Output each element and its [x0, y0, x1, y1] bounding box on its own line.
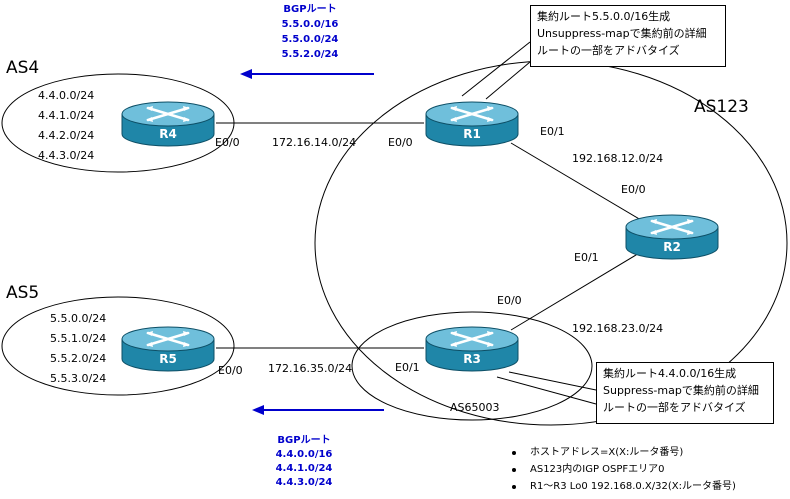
- bullet-icon: [512, 450, 516, 455]
- iface-r5-e00: E0/0: [218, 364, 243, 377]
- subnet-r1-r2: 192.168.12.0/24: [572, 152, 664, 165]
- as5-prefix: 5.5.3.0/24: [50, 372, 107, 385]
- note-text: R1～R3 Lo0 192.168.0.X/32(X:ルータ番号): [530, 481, 736, 492]
- iface-r4-e00: E0/0: [215, 136, 240, 149]
- router-r5-label: R5: [159, 352, 177, 366]
- as5-prefix: 5.5.2.0/24: [50, 352, 107, 365]
- note-item: ホストアドレス=X(X:ルータ番号): [512, 444, 736, 461]
- router-icon: [425, 326, 519, 372]
- bgp-route: 5.5.0.0/24: [281, 34, 339, 45]
- router-r3-label: R3: [463, 352, 481, 366]
- router-r2[interactable]: R2: [624, 213, 720, 261]
- router-icon: [625, 214, 719, 260]
- callout-r1-line: Unsuppress-mapで集約前の詳細: [537, 27, 707, 40]
- callout-r3-pointer: [508, 371, 597, 391]
- as5-prefix: 5.5.0.0/24: [50, 312, 107, 325]
- callout-r1-pointer: [461, 41, 531, 97]
- arrow-left-icon: [252, 405, 384, 415]
- callout-r1-line: ルートの一部をアドバタイズ: [537, 44, 680, 57]
- arrow-left-icon: [240, 69, 374, 79]
- iface-r3-e00: E0/0: [497, 294, 522, 307]
- as4-prefix: 4.4.1.0/24: [38, 109, 95, 122]
- subnet-r1-r4: 172.16.14.0/24: [272, 136, 357, 149]
- router-r1-label: R1: [463, 127, 481, 141]
- as4-prefix: 4.4.3.0/24: [38, 149, 95, 162]
- as5-label: AS5: [6, 283, 40, 303]
- router-r4-label: R4: [159, 127, 177, 141]
- bgp-routes-bottom: BGPルート 4.4.0.0/16 4.4.1.0/24 4.4.3.0/24: [264, 435, 344, 489]
- router-icon: [425, 101, 519, 147]
- callout-r1-pointer-2: [485, 61, 531, 100]
- iface-r1-e01: E0/1: [540, 125, 565, 138]
- router-icon: [121, 326, 215, 372]
- iface-r2-e00: E0/0: [621, 183, 646, 196]
- link-r1-r2: [510, 142, 642, 221]
- callout-r3-line: ルートの一部をアドバタイズ: [603, 401, 746, 414]
- bullet-icon: [512, 484, 516, 489]
- as4-prefix: 4.4.2.0/24: [38, 129, 95, 142]
- note-text: ホストアドレス=X(X:ルータ番号): [530, 447, 684, 458]
- router-r1[interactable]: R1: [424, 100, 520, 148]
- bgp-route: 4.4.1.0/24: [275, 463, 333, 474]
- link-r2-r3: [510, 251, 642, 331]
- callout-r1-line: 集約ルート5.5.0.0/16生成: [537, 10, 671, 23]
- bgp-routes-top: BGPルート 5.5.0.0/16 5.5.0.0/24 5.5.2.0/24: [270, 4, 350, 61]
- bgp-route: 5.5.2.0/24: [281, 49, 339, 60]
- router-r2-label: R2: [663, 240, 681, 254]
- callout-r3-pointer-2: [496, 376, 597, 405]
- bullet-icon: [512, 467, 516, 472]
- bgp-routes-bottom-title: BGPルート: [277, 435, 331, 446]
- bgp-route: 4.4.0.0/16: [275, 449, 333, 460]
- subnet-r3-r5: 172.16.35.0/24: [268, 362, 353, 375]
- iface-r2-e01: E0/1: [574, 251, 599, 264]
- router-icon: [121, 101, 215, 147]
- iface-r1-e00: E0/0: [388, 136, 413, 149]
- bgp-route: 5.5.0.0/16: [281, 19, 339, 30]
- notes-list: ホストアドレス=X(X:ルータ番号) AS123内のIGP OSPFエリア0 R…: [512, 444, 736, 495]
- router-r3[interactable]: R3: [424, 325, 520, 373]
- router-r4[interactable]: R4: [120, 100, 216, 148]
- router-r5[interactable]: R5: [120, 325, 216, 373]
- as5-boundary: [1, 296, 235, 396]
- as123-label: AS123: [694, 97, 749, 117]
- as5-prefix: 5.5.1.0/24: [50, 332, 107, 345]
- note-text: AS123内のIGP OSPFエリア0: [530, 464, 665, 475]
- note-item: AS123内のIGP OSPFエリア0: [512, 461, 736, 478]
- as65003-boundary: [351, 311, 593, 421]
- iface-r3-e01: E0/1: [395, 361, 420, 374]
- as5-prefix-list: 5.5.0.0/24 5.5.1.0/24 5.5.2.0/24 5.5.3.0…: [50, 309, 106, 389]
- subnet-r2-r3: 192.168.23.0/24: [572, 322, 664, 335]
- bgp-route: 4.4.3.0/24: [275, 477, 333, 488]
- as4-label: AS4: [6, 58, 40, 78]
- as4-prefix-list: 4.4.0.0/24 4.4.1.0/24 4.4.2.0/24 4.4.3.0…: [38, 86, 94, 166]
- as4-prefix: 4.4.0.0/24: [38, 89, 95, 102]
- callout-r3-line: 集約ルート4.4.0.0/16生成: [603, 367, 737, 380]
- as65003-label: AS65003: [450, 401, 500, 414]
- callout-r1: 集約ルート5.5.0.0/16生成 Unsuppress-mapで集約前の詳細 …: [530, 5, 726, 67]
- note-item: R1～R3 Lo0 192.168.0.X/32(X:ルータ番号): [512, 478, 736, 495]
- callout-r3-line: Suppress-mapで集約前の詳細: [603, 384, 759, 397]
- bgp-routes-top-title: BGPルート: [283, 4, 337, 15]
- callout-r3: 集約ルート4.4.0.0/16生成 Suppress-mapで集約前の詳細 ルー…: [596, 362, 774, 424]
